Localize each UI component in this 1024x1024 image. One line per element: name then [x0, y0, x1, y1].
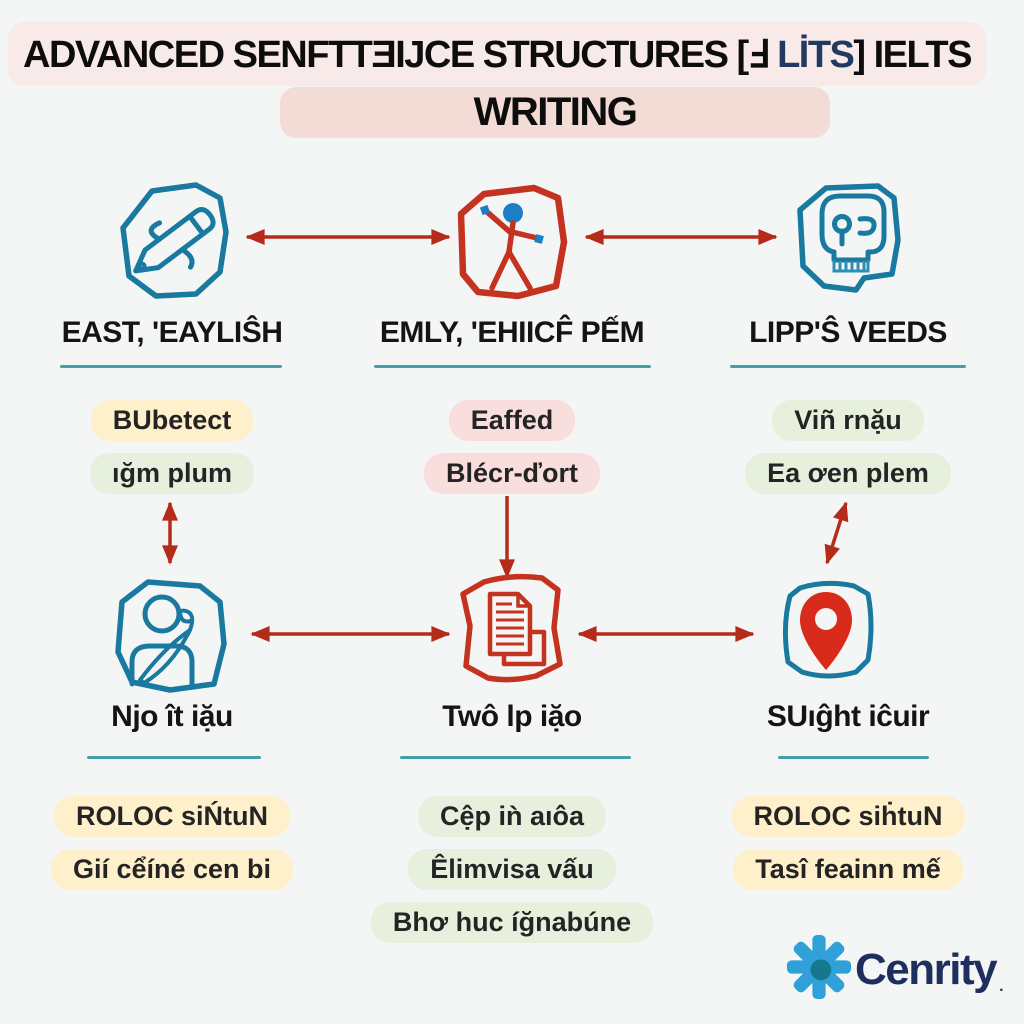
starburst-logo-icon — [786, 934, 852, 1005]
document-icon — [452, 566, 568, 699]
pill-group: Viñ rnặu Ea ơen plem — [678, 400, 1018, 494]
pill-group: Cệp iǹ aıôa Êlimvisa vấu Bhơ huc íğnabún… — [342, 796, 682, 943]
pill: Cệp iǹ aıôa — [417, 796, 607, 837]
brand-suffix: . — [999, 978, 1004, 995]
title-line1-post: ] IELTS — [853, 33, 972, 76]
label-underline — [778, 756, 929, 759]
pill: Tasî feainn mế — [733, 849, 963, 890]
pen-icon — [112, 176, 238, 311]
pill: ROLOC siḣtuN — [731, 796, 965, 837]
pill-group: ROLOC siḣtuN Tasî feainn mế — [678, 796, 1018, 890]
pill: ığm plum — [90, 453, 254, 494]
pill: Viñ rnặu — [772, 400, 924, 441]
pill: Blécr-ďort — [424, 453, 600, 494]
label-underline — [374, 365, 651, 368]
pill: BUbetect — [90, 400, 254, 441]
title-line1-accent: LİTS — [777, 33, 855, 76]
writer-icon — [108, 570, 238, 707]
connector-arrow — [824, 501, 849, 565]
title-line2: WRITING — [473, 90, 638, 134]
column-label: Twô lp iặo — [442, 700, 582, 733]
skull-icon — [790, 176, 908, 305]
brand-logo: Cenrity . — [786, 934, 1004, 1005]
label-underline — [730, 365, 966, 368]
pill: Gií cểíné cen bi — [50, 849, 294, 890]
label-underline — [60, 365, 282, 368]
stick-figure-icon — [452, 180, 574, 311]
page-title: ADVANCED SENFTTƎIJCE STRUCTURES [Ⅎ LİTS]… — [23, 32, 972, 77]
title-line2-banner: WRITING — [280, 87, 830, 138]
pill-group: BUbetect ığm plum — [2, 400, 342, 494]
map-pin-icon — [774, 574, 878, 693]
title-line1-pre: ADVANCED SENFTTƎIJCE STRUCTURES [Ⅎ — [23, 33, 778, 76]
label-underline — [400, 756, 631, 759]
pill-group: Eaffed Blécr-ďort — [342, 400, 682, 494]
pill: Eaffed — [448, 400, 576, 441]
brand-name: Cenrity — [855, 944, 998, 994]
column-label: EMLY, 'EHIICF̂ PẾM — [379, 316, 645, 349]
column-label: EAST, 'EAYLIŜH — [61, 316, 283, 349]
pill: Ea ơen plem — [745, 453, 951, 494]
pill: ROLOC siŃtuN — [54, 796, 290, 837]
column-label: Njo ît iặu — [111, 700, 233, 733]
pill: Bhơ huc íğnabúne — [370, 902, 654, 943]
column-label: LIPP'Ŝ VEEDS — [749, 316, 947, 349]
pill: Êlimvisa vấu — [408, 849, 616, 890]
title-banner: ADVANCED SENFTTƎIJCE STRUCTURES [Ⅎ LİTS]… — [8, 22, 986, 86]
label-underline — [87, 756, 261, 759]
pill-group: ROLOC siŃtuN Gií cểíné cen bi — [2, 796, 342, 890]
column-label: SUıĝht iĉuir — [766, 700, 930, 733]
